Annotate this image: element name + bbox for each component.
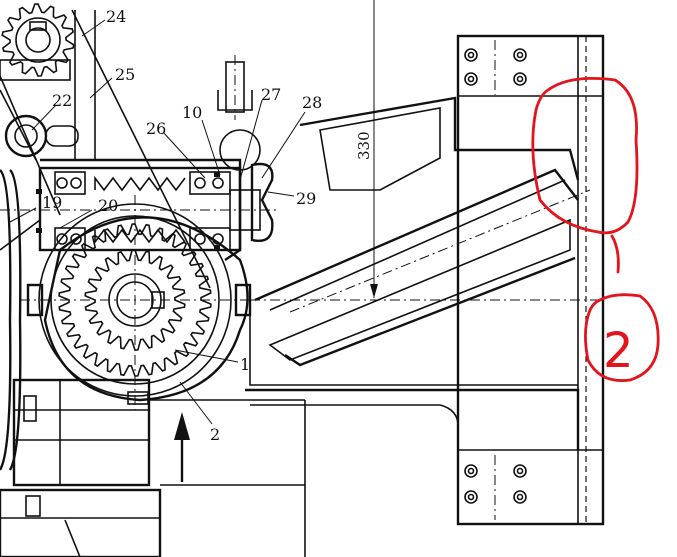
- base-outline: [245, 388, 580, 450]
- chain-sprocket: [1, 3, 75, 77]
- arm-window-upper: [319, 107, 441, 191]
- diagonal-arm: [245, 96, 600, 450]
- base-frame: [0, 488, 162, 557]
- base-bolt: [25, 495, 41, 517]
- knob: [250, 162, 274, 242]
- label-24: 24: [106, 7, 126, 26]
- idler-slot: [45, 125, 79, 147]
- sprocket-teeth: [1, 3, 75, 77]
- label-29: 29: [296, 189, 316, 208]
- housing-body: [43, 216, 249, 402]
- chain-run-2: [0, 89, 37, 161]
- leader-22: [31, 104, 57, 131]
- worm-shaft: [0, 166, 280, 252]
- leader-25: [89, 77, 113, 99]
- leader-29: [267, 191, 295, 197]
- bearing-right-bottom: [189, 227, 231, 251]
- label-2: 2: [210, 425, 220, 444]
- red-number-circle: [584, 293, 660, 382]
- label-22: 22: [52, 91, 72, 110]
- arm-lower-edge: [284, 256, 576, 367]
- red-annotation: 2: [531, 77, 660, 382]
- arm-diagonal-outer: [254, 168, 579, 302]
- bottom-bolt-holes: [464, 464, 527, 504]
- label-20: 20: [98, 196, 118, 215]
- sprocket-bore: [25, 27, 51, 53]
- bearing-right-top: [189, 171, 231, 195]
- leader-lines: [9, 19, 306, 425]
- base-top: [249, 300, 578, 386]
- leader-28: [261, 111, 306, 179]
- leader-20: [59, 209, 93, 229]
- arm-slot: [268, 218, 571, 361]
- arm-diagonal-inner: [269, 179, 566, 311]
- frame-outline: [456, 34, 605, 526]
- label-19: 19: [42, 193, 62, 212]
- label-26: 26: [146, 119, 166, 138]
- dimension-value: 330: [355, 131, 373, 160]
- bearing-left-top: [54, 171, 86, 195]
- red-connector: [610, 234, 620, 274]
- label-10: 10: [182, 103, 202, 122]
- motor-bolt: [23, 395, 37, 422]
- direction-arrow: [174, 412, 190, 482]
- dimension-330: 330: [355, 0, 378, 298]
- left-lug: [26, 283, 44, 317]
- knob-hub-ring: [219, 129, 261, 171]
- sprocket-hub: [15, 17, 61, 63]
- knob-assembly: [217, 55, 274, 242]
- leader-2: [179, 381, 213, 425]
- worm-thread: [94, 175, 186, 245]
- label-25: 25: [115, 65, 135, 84]
- dimension-arrow: [370, 284, 378, 298]
- part-labels: 24 25 22 26 10 27 28 29 19 20 1 2: [42, 7, 322, 444]
- pulley-stack-2: [8, 169, 22, 471]
- leader-26: [162, 131, 206, 179]
- shaft-housing: [38, 166, 242, 252]
- leader-19a: [0, 219, 41, 251]
- post-flange: [217, 90, 253, 111]
- arm-top-edge: [299, 96, 580, 181]
- arm-centerline: [289, 189, 591, 313]
- left-side-machinery: [0, 169, 306, 557]
- right-frame: [456, 34, 605, 526]
- bearing-left-bottom: [54, 227, 86, 251]
- label-27: 27: [261, 85, 281, 104]
- chain-run-1: [0, 75, 61, 216]
- motor-block: [12, 378, 151, 487]
- leader-1: [174, 349, 239, 363]
- top-bolt-holes: [464, 48, 527, 86]
- leader-19: [9, 207, 37, 223]
- red-circle-highlight: [531, 77, 639, 235]
- chain-run-3: [71, 9, 211, 289]
- top-left-assembly: [0, 3, 211, 289]
- leader-bottom: [64, 519, 81, 557]
- base-step: [250, 404, 459, 450]
- idler-bore: [14, 124, 38, 148]
- leader-10: [201, 119, 221, 176]
- label-1: 1: [240, 355, 250, 374]
- leader-27: [239, 99, 263, 181]
- pulley-stack-1: [0, 169, 12, 471]
- idler-bracket: [0, 59, 71, 81]
- seal-mark-4: [214, 245, 220, 250]
- label-28: 28: [302, 93, 322, 112]
- right-lug: [234, 283, 252, 317]
- seal-mark-3: [214, 172, 220, 177]
- seal-mark-2: [36, 228, 42, 233]
- seal-mark-1: [36, 189, 42, 194]
- leader-24: [81, 19, 106, 37]
- sprocket-key: [29, 21, 47, 31]
- red-number: 2: [603, 323, 634, 379]
- arrow-head: [174, 412, 190, 440]
